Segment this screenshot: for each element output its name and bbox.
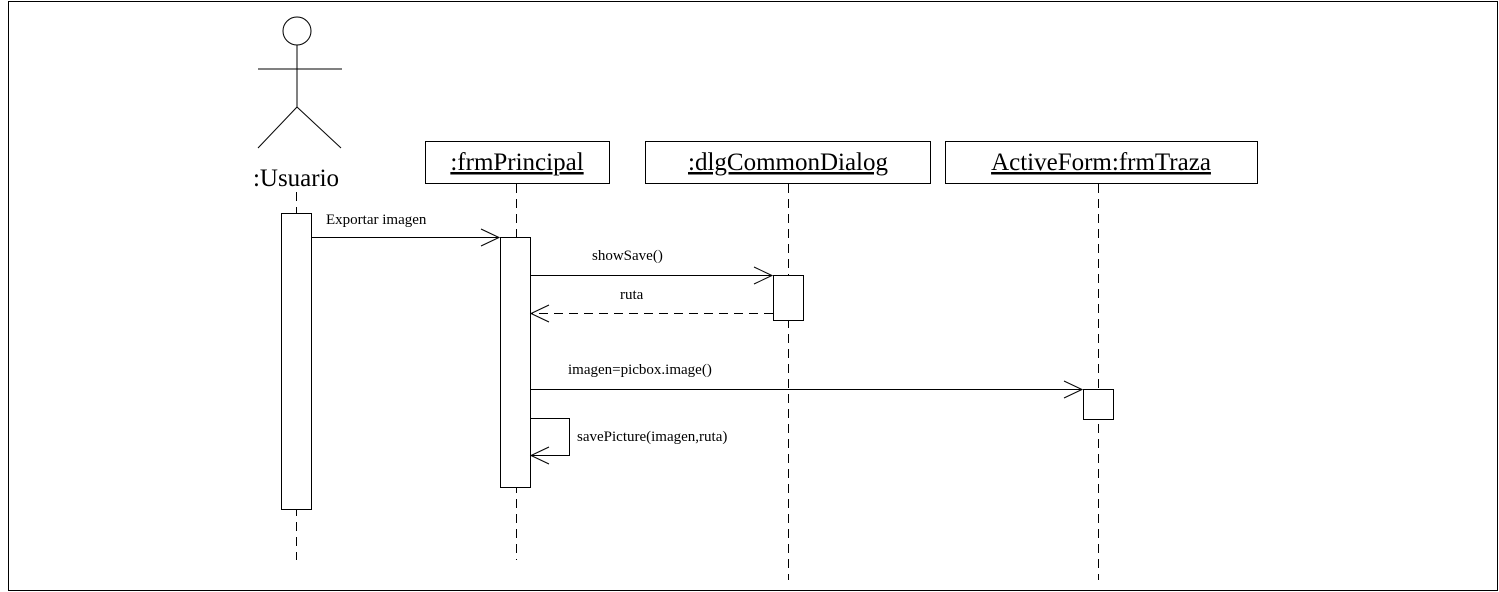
message-imagen: imagen=picbox.image()	[530, 362, 1084, 399]
object-box	[425, 141, 610, 184]
message-save-picture: savePicture(imagen,ruta)	[529, 418, 727, 465]
message-label: imagen=picbox.image()	[568, 362, 712, 378]
actor-usuario: :Usuario	[253, 16, 342, 192]
message-line	[530, 418, 570, 456]
diagram-frame	[8, 1, 1498, 591]
arrowhead-open-icon	[480, 228, 501, 247]
object-frm-principal: :frmPrincipal	[425, 141, 610, 184]
message-label: ruta	[620, 287, 644, 303]
actor-label: :Usuario	[253, 165, 339, 192]
message-label: savePicture(imagen,ruta)	[577, 429, 727, 445]
object-dlg-common-dialog: :dlgCommonDialog	[645, 141, 931, 184]
activation-usuario	[281, 213, 312, 510]
object-label: :dlgCommonDialog	[688, 149, 889, 176]
message-label: showSave()	[592, 248, 663, 264]
actor-right-leg	[296, 106, 342, 149]
activation-dlg-common-dialog	[773, 275, 804, 321]
message-label: Exportar imagen	[326, 212, 427, 228]
arrowhead-open-icon	[529, 446, 550, 465]
message-exportar-imagen: Exportar imagen	[311, 212, 501, 247]
object-label: :frmPrincipal	[450, 149, 583, 176]
arrowhead-open-icon	[1063, 380, 1084, 399]
arrowhead-open-icon	[753, 266, 774, 285]
actor-head	[282, 16, 312, 46]
object-box	[645, 141, 931, 184]
object-box	[945, 141, 1258, 184]
arrowhead-open-icon	[529, 304, 550, 323]
message-ruta-return: ruta	[529, 287, 773, 323]
object-active-form: ActiveForm:frmTraza	[945, 141, 1258, 184]
activation-active-form	[1083, 389, 1114, 420]
message-show-save: showSave()	[530, 248, 774, 285]
object-label: ActiveForm:frmTraza	[991, 149, 1211, 176]
actor-left-leg	[257, 106, 298, 149]
activation-frm-principal	[500, 237, 531, 488]
